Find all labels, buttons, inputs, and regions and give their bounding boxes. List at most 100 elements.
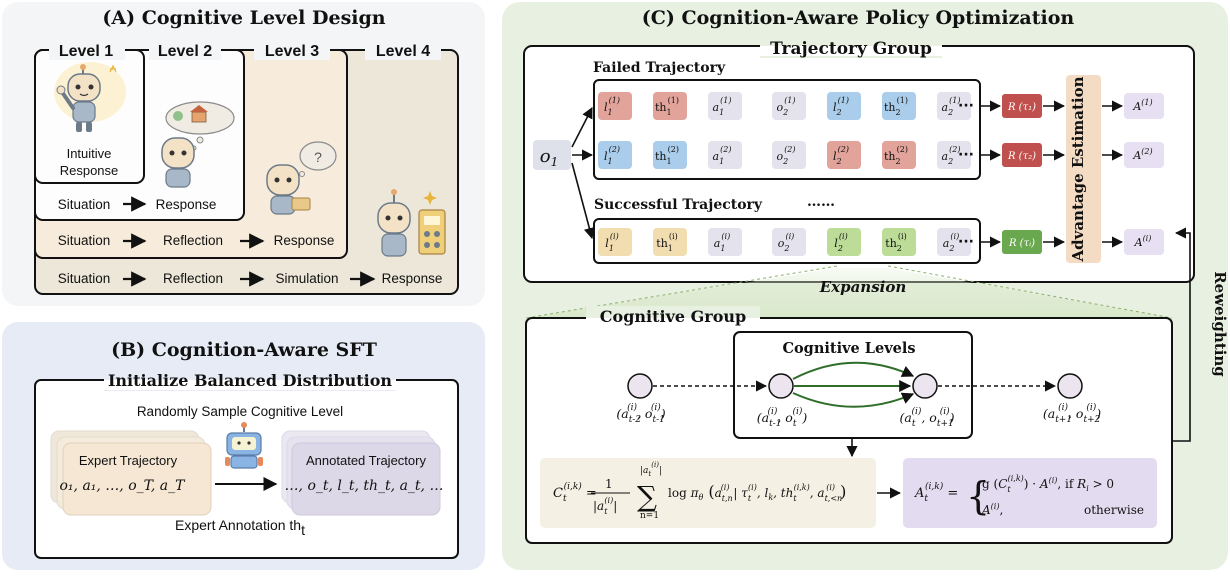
- formula-c-box: [540, 458, 876, 528]
- token-label: a2(1): [942, 96, 961, 117]
- trajectory-group-title: Trajectory Group: [770, 39, 932, 59]
- advantage-output-label: A(2): [1132, 147, 1152, 162]
- token-box: [653, 92, 687, 120]
- reweighting-label: Reweighting: [1211, 271, 1229, 377]
- robot-reflecting-icon: ?: [266, 141, 337, 215]
- token-box: [827, 141, 861, 169]
- token-label: a2(2): [942, 145, 961, 166]
- reward-label: R (τ₁): [1007, 102, 1036, 113]
- annotated-trajectory-card: [291, 442, 441, 516]
- expert-annotation-sub: t: [301, 522, 305, 538]
- annotated-trajectory-title: Annotated Trajectory: [306, 453, 426, 468]
- svg-text:n=1: n=1: [640, 511, 659, 521]
- panel-c-title: (C) Cognition-Aware Policy Optimization: [642, 7, 1075, 29]
- token-box: [772, 141, 806, 169]
- row3-simulation: Simulation: [275, 271, 338, 286]
- row2-response: Response: [274, 233, 335, 248]
- svg-text:Expert Annotation tht: Expert Annotation tht: [175, 517, 305, 538]
- row-ellipsis: ···: [958, 147, 974, 163]
- token-box: [827, 228, 861, 256]
- advantage-output-box: [1124, 142, 1164, 168]
- node-label-t+1: (at+1(i), ot+2(i)): [1043, 402, 1101, 425]
- reward-box: [1002, 143, 1042, 167]
- node-label-t: (at(i), ot+1(i)): [899, 406, 954, 429]
- robot-simulating-icon: [377, 189, 446, 257]
- node-label-t-2: (at-2(i), ot-1(i)): [616, 402, 665, 425]
- o1-token: [533, 140, 571, 170]
- row2-reflection: Reflection: [163, 233, 223, 248]
- level-4-label: Level 4: [376, 43, 430, 60]
- response-label: Response: [60, 163, 119, 178]
- expert-trajectory-title: Expert Trajectory: [79, 453, 178, 468]
- row-ellipsis: ···: [958, 234, 974, 250]
- token-box: [653, 141, 687, 169]
- token-label: l2(i): [834, 232, 847, 253]
- intuitive-label: Intuitive: [67, 146, 112, 161]
- robot-imagining-icon: [161, 101, 235, 188]
- balanced-distribution-title: Initialize Balanced Distribution: [108, 371, 392, 390]
- formula-a-box: [903, 458, 1157, 528]
- token-label: th2(1): [884, 96, 908, 117]
- branch-arrow-3: [571, 162, 595, 240]
- panel-c: (C) Cognition-Aware Policy Optimization …: [502, 2, 1229, 570]
- token-label: th2(i): [885, 232, 906, 253]
- token-box: [598, 228, 632, 256]
- svg-text:o1: o1: [540, 146, 558, 169]
- reward-box: [1002, 230, 1042, 254]
- expert-trajectory-seq: o₁, a₁, …, o_T, a_T: [60, 478, 187, 494]
- advantage-output-box: [1124, 229, 1164, 255]
- svg-text:?: ?: [314, 149, 322, 165]
- token-label: th1(i): [656, 232, 677, 253]
- reweighting-arrow: [1173, 227, 1191, 442]
- token-label: l1(1): [604, 96, 620, 117]
- token-box: [598, 92, 632, 120]
- token-box: [772, 228, 806, 256]
- reward-label: R (τ₂): [1007, 151, 1036, 162]
- advantage-output-label: A(i): [1134, 234, 1152, 249]
- branch-arrow-1: [571, 107, 593, 148]
- reward-label: R (τᵢ): [1008, 238, 1035, 249]
- token-box: [708, 141, 742, 169]
- token-label: o2(i): [778, 232, 795, 253]
- formula-c: Ct(i,k) = 1 |at(i)| |at(i)| ∑ n=1 log πθ…: [553, 461, 846, 521]
- green-edge-top: [792, 361, 915, 380]
- token-label: th1(1): [655, 96, 679, 117]
- token-label: th2(2): [884, 145, 908, 166]
- panel-a: (A) Cognitive Level Design Level 1 Level…: [2, 2, 485, 306]
- token-box: [653, 228, 687, 256]
- robot-annotator-icon: [225, 422, 263, 469]
- token-box: [937, 141, 971, 169]
- svg-text:otherwise: otherwise: [1084, 503, 1144, 517]
- level-2-label: Level 2: [158, 43, 212, 60]
- token-label: o2(1): [776, 96, 795, 117]
- row3-situation: Situation: [58, 271, 111, 286]
- row-ellipsis: ···: [958, 98, 974, 114]
- expert-trajectory-card: [62, 442, 212, 516]
- token-label: a2(i): [943, 232, 959, 253]
- green-edge-bottom: [792, 392, 915, 408]
- token-label: l1(i): [605, 232, 618, 253]
- row2-situation: Situation: [58, 233, 111, 248]
- row3-response: Response: [382, 271, 443, 286]
- node-t: [912, 373, 938, 399]
- reward-box: [1002, 94, 1042, 118]
- token-box: [827, 92, 861, 120]
- row1-response: Response: [156, 197, 217, 212]
- row1-situation: Situation: [58, 197, 111, 212]
- token-box: [937, 228, 971, 256]
- advantage-estimation-box: [1066, 75, 1101, 263]
- token-label: l2(2): [833, 145, 849, 166]
- advantage-output-label: A(1): [1132, 98, 1152, 113]
- formula-a: At(i,k) = { g (Ct(i,k)) · A(i), if Ri > …: [914, 474, 1144, 518]
- random-sample-label: Randomly Sample Cognitive Level: [137, 404, 343, 419]
- level-1-label: Level 1: [59, 43, 113, 60]
- robot-waving-icon: [54, 62, 126, 132]
- trajectory-rows: l1(1)th1(1)a1(1)o2(1)l2(1)th2(1)a2(1)···…: [598, 92, 1066, 256]
- level-3-label: Level 3: [265, 43, 319, 60]
- successful-ellipsis: ……: [807, 194, 835, 210]
- cognitive-levels-title: Cognitive Levels: [782, 340, 915, 357]
- node-t+1: [1057, 373, 1083, 399]
- failed-trajectory-label: Failed Trajectory: [593, 60, 726, 76]
- svg-text:log πθ (at,n(i) | τt(i), lk, t: log πθ (at,n(i) | τt(i), lk, tht(i,k), a…: [668, 482, 846, 503]
